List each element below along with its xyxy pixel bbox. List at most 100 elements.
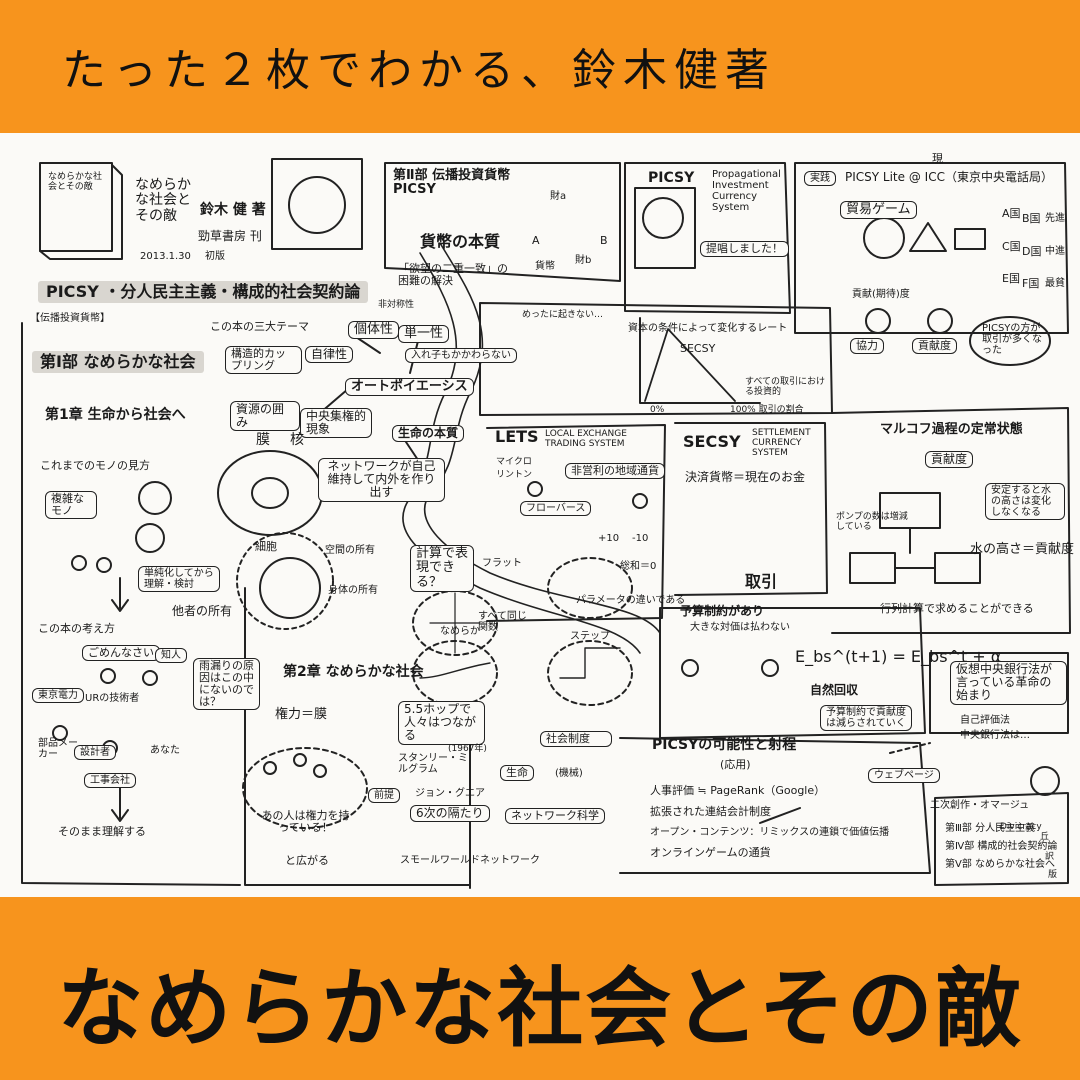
six-degrees-box: 6次の隔たり — [410, 805, 490, 823]
complex-label: 複雑なモノ — [45, 491, 97, 520]
picsy-header: PICSY ・分人民主主義・構成的社会契約論 — [38, 281, 369, 303]
gyoretsu-label: 行列計算で求めることができる — [880, 602, 1034, 615]
graphic-recording-sketch: なめらかな社会とその敵 なめらかな社会とその敵 鈴木 健 著 勁草書房 刊 20… — [0, 133, 1080, 897]
shintai-label: 身体の所有 — [328, 585, 378, 596]
antei-box: 安定すると水の高さは変化しなくなる — [985, 483, 1065, 520]
picsy-note: 【伝播投資貨幣】 — [30, 313, 110, 324]
jiko-label: 自己評価法 — [960, 715, 1010, 726]
book-title: なめらかな社会とその敵 — [57, 959, 1023, 1059]
book-title-small: なめらかな社会とその敵 — [135, 177, 191, 224]
han-label: 版 — [1048, 870, 1058, 880]
c-koku: C国 — [1002, 240, 1021, 253]
picsy-lite-label: PICSY Lite @ ICC（東京中央電話局） — [845, 170, 1053, 184]
footer-band — [0, 897, 1080, 1080]
crowd-bubble: あの人は権力を持っている！ — [261, 809, 350, 835]
maker-label: 部品メーカー — [38, 738, 78, 760]
company-label: 東京電力 — [32, 688, 84, 703]
kouzou-label: 構造的カップリング — [225, 346, 302, 375]
nameraka-label: なめらか — [440, 626, 480, 637]
boueki-title: 貿易ゲーム — [840, 201, 917, 220]
flat-label: フラット — [482, 558, 522, 569]
book-edition: 初版 — [205, 251, 225, 262]
kikai-label: (機械) — [555, 768, 583, 779]
kukan-label: 空間の所有 — [325, 545, 375, 556]
book-date: 2013.1.30 — [140, 251, 191, 262]
online-item: オンラインゲームの通貨 — [650, 846, 771, 859]
part1-title: 第Ⅰ部 なめらかな社会 — [32, 351, 204, 373]
book-author: 鈴木 健 著 — [200, 202, 266, 218]
local-currency-box: 非営利の地域通貨 — [565, 463, 665, 480]
series-title: たった２枚でわかる、鈴木健著 — [62, 45, 776, 96]
koken-label: 貢献(期待)度 — [852, 289, 910, 300]
spread-label: と広がる — [285, 854, 329, 867]
yosan-label: 予算制約があり — [680, 604, 765, 618]
ookina-label: 大きな対価は払わない — [690, 622, 790, 633]
understand-label: そのまま理解する — [58, 825, 146, 838]
f-koku: F国 — [1022, 277, 1040, 290]
picsy-full: Propagational Investment Currency System — [712, 169, 781, 213]
kahei2-label: 貨幣 — [535, 261, 555, 272]
sorry-bubble: ごめんなさい — [82, 645, 160, 662]
power-label: 権力＝膜 — [275, 707, 328, 722]
b-koku: B国 — [1022, 212, 1041, 225]
mizu-label: 水の高さ＝貢献度 — [970, 542, 1075, 557]
pagerank-item: 人事評価 ≒ PageRank（Google） — [650, 784, 826, 797]
kasou-box: 仮想中央銀行法が言っている革命の始まり — [950, 661, 1067, 705]
jojin-label: ジョン・グエア — [415, 788, 485, 799]
part5-label: 第Ⅴ部 なめらかな社会へ — [945, 859, 1056, 870]
gen-label: 現 — [932, 152, 943, 165]
part2-title: 第Ⅱ部 伝播投資貨幣 PICSY — [393, 168, 511, 198]
part3-label: 第Ⅲ部 分人民主主義 — [945, 823, 1036, 834]
divicracy-label: Divicracy — [1000, 822, 1042, 832]
old-view-label: これまでのモノの見方 — [40, 459, 150, 472]
param-label: パラメータの違いである — [576, 595, 686, 606]
maku-label: 膜 — [256, 432, 270, 448]
micro-label: マイクロ — [496, 457, 532, 467]
curve-title: 資本の条件によって変化するレート — [628, 323, 788, 334]
kaikei-item: 拡張された連結会計制度 — [650, 805, 771, 818]
possibility-title: PICSYの可能性と射程 — [652, 737, 797, 753]
this-view-label: この本の考え方 — [38, 622, 115, 635]
zai-b-label: 財b — [575, 255, 592, 266]
open-item: オープン・コンテンツ：リミックスの連鎖で価値伝播 — [650, 827, 890, 838]
yokubou-note: 「欲望の二重一致」の困難の解決 — [398, 262, 508, 288]
e-koku: E国 — [1002, 272, 1020, 285]
shugi-label: 前提 — [368, 788, 400, 803]
lets-full: LOCAL EXCHANGE TRADING SYSTEM — [545, 429, 627, 449]
chuou-label: 中央集権的現象 — [300, 408, 372, 439]
yaku-label: 訳 — [1045, 852, 1055, 862]
shizen-label: 自然回収 — [810, 683, 859, 697]
milgram-label: スタンリー・ミルグラム — [398, 753, 468, 775]
kyouryoku-label: 協力 — [850, 338, 884, 355]
hundred-label: 100% 取引の割合 — [730, 405, 804, 415]
saihin-label: 最貧 — [1045, 278, 1065, 289]
tasha-label: 他者の所有 — [172, 604, 233, 618]
nijou-label: 二次創作・オマージュ — [930, 800, 1030, 811]
chuou-ginkou-label: 中央銀行法は… — [960, 730, 1030, 741]
picsy-box-title: PICSY — [648, 170, 695, 186]
jiritsu-label: 自律性 — [305, 346, 354, 364]
year-label: (1967年) — [448, 744, 487, 754]
book-cover-text: なめらかな社会とその敵 — [48, 172, 103, 192]
shakai-box: 社会制度 — [540, 731, 612, 748]
yosan2-box: 予算制約で貢献度は減らされていく — [820, 705, 912, 731]
keisan-box: 計算で表現できる？ — [410, 545, 474, 592]
ochikata-label: 入れ子もかかわらない — [405, 348, 517, 363]
ur-label: URの技術者 — [85, 693, 140, 704]
jissen-label: 実践 — [804, 171, 836, 186]
tanitsu-label: 単一性 — [398, 325, 450, 344]
secsy-full: SETTLEMENT CURRENCY SYSTEM — [752, 428, 811, 458]
chuto-label: 中進 — [1045, 246, 1065, 257]
secsy-title: SECSY — [683, 432, 741, 451]
markov-title: マルコフ過程の定常状態 — [880, 422, 1023, 437]
header-band: たった２枚でわかる、鈴木健著 — [0, 0, 1080, 133]
leak-note: 雨漏りの原因はこの中にないのでは？ — [193, 658, 260, 711]
secsy-peak-label: SECSY — [680, 342, 716, 355]
seimei2-box: 生命 — [500, 765, 534, 782]
step-label: ステップ — [570, 631, 610, 642]
a-koku: A国 — [1002, 207, 1021, 220]
net-science-box: ネットワーク科学 — [505, 808, 605, 825]
kouken-do-box: 貢献度 — [925, 451, 974, 469]
builder-label: 工事会社 — [84, 773, 136, 788]
